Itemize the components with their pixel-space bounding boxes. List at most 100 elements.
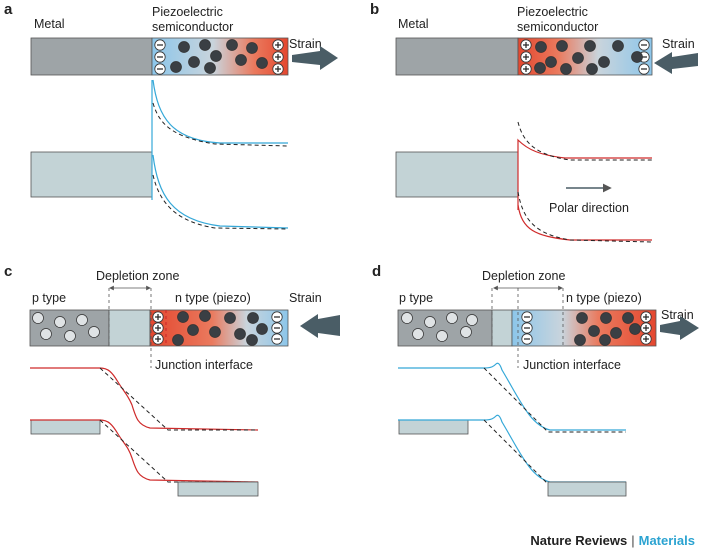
panel-b-piezo-label-line2: semiconductor [517, 20, 598, 34]
electron-icon [247, 312, 259, 324]
electron-icon [572, 52, 584, 64]
panel-c-depletion-p-block [108, 309, 151, 347]
electron-icon [187, 324, 199, 336]
panel-c-junction-label: Junction interface [155, 358, 253, 372]
hole-icon [466, 314, 478, 326]
panel-c-valence-band-dashed [99, 419, 258, 483]
panel-b-label: b [370, 1, 379, 18]
panel-d-holes [401, 312, 478, 342]
panel-b-strain-arrow-icon [654, 52, 698, 74]
panel-c-ptype-label: p type [32, 291, 66, 305]
electron-icon [600, 312, 612, 324]
electron-icon [534, 62, 546, 74]
panel-b: b Metal Piezoelectric semiconductor Stra… [370, 1, 698, 243]
panel-d-conduction-band-curve [398, 362, 626, 431]
electron-icon [556, 40, 568, 52]
panel-d-negative-charges [521, 311, 533, 345]
panel-c-ntype-label: n type (piezo) [175, 291, 251, 305]
hole-icon [54, 316, 66, 328]
electron-icon [598, 56, 610, 68]
panel-a-valence-band-dashed [152, 174, 289, 230]
electron-icon [188, 56, 200, 68]
panel-c-strain-arrow-icon [300, 314, 340, 338]
electron-icon [172, 334, 184, 346]
panel-b-strain-label: Strain [662, 37, 695, 51]
panel-d-ptype-label: p type [399, 291, 433, 305]
electron-icon [560, 63, 572, 75]
electron-icon [246, 42, 258, 54]
panel-c: c Depletion zone p type n type (piezo) S… [4, 263, 340, 497]
panel-d-ntype-label: n type (piezo) [566, 291, 642, 305]
electron-icon [586, 63, 598, 75]
panel-b-valence-band-dashed [517, 191, 653, 243]
panel-d-strain-arrow-icon [660, 316, 699, 340]
panel-c-depletion-label: Depletion zone [96, 269, 179, 283]
panel-a-conduction-band-dashed [152, 102, 289, 147]
panel-a-label: a [4, 1, 13, 18]
panel-b-piezo-label-line1: Piezoelectric [517, 5, 588, 19]
electron-icon [178, 41, 190, 53]
panel-b-negative-charges [638, 39, 650, 75]
footer-separator: | [631, 533, 635, 548]
panel-a-piezo-label-line1: Piezoelectric [152, 5, 223, 19]
hole-icon [64, 330, 76, 342]
electron-icon [199, 39, 211, 51]
panel-a-metal-label: Metal [34, 17, 65, 31]
panel-d-positive-charges [640, 311, 652, 345]
panel-b-conduction-band-dashed [517, 121, 652, 161]
panel-b-positive-charges [520, 39, 532, 75]
panel-b-metal-band [395, 151, 519, 198]
hole-icon [460, 326, 472, 338]
panel-b-metal-label: Metal [398, 17, 429, 31]
panel-c-valence-band-curve [30, 419, 259, 483]
footer-section: Materials [638, 533, 695, 548]
panel-d-electrons [574, 312, 641, 346]
panel-d-p-fermi-block [398, 419, 469, 435]
panel-c-conduction-band-dashed [99, 367, 258, 431]
panel-d-conduction-band-dashed [483, 367, 626, 433]
panel-d-junction-label: Junction interface [523, 358, 621, 372]
panel-a-electrons [170, 39, 268, 74]
panel-a: a Metal Piezoelectric semiconductor Stra… [4, 1, 338, 230]
hole-icon [76, 314, 88, 326]
panel-b-valence-band-curve [517, 204, 652, 241]
hole-icon [436, 330, 448, 342]
electron-icon [622, 312, 634, 324]
hole-icon [401, 312, 413, 324]
panel-b-electrons [534, 40, 643, 75]
electron-icon [199, 310, 211, 322]
hole-icon [40, 328, 52, 340]
electron-icon [545, 56, 557, 68]
panel-c-n-fermi-block [177, 481, 259, 497]
electron-icon [235, 54, 247, 66]
panel-a-metal-band [30, 151, 153, 198]
hole-icon [412, 328, 424, 340]
panel-d: d Depletion zone p type n type (piezo) S… [372, 263, 699, 497]
electron-icon [631, 51, 643, 63]
panel-d-label: d [372, 263, 381, 280]
footer-journal: Nature Reviews [530, 533, 628, 548]
electron-icon [535, 41, 547, 53]
panel-c-holes [32, 312, 100, 342]
electron-icon [170, 61, 182, 73]
panel-d-depletion-label: Depletion zone [482, 269, 565, 283]
electron-icon [234, 328, 246, 340]
electron-icon [210, 50, 222, 62]
hole-icon [88, 326, 100, 338]
electron-icon [246, 334, 258, 346]
electron-icon [629, 323, 641, 335]
panel-c-strain-label: Strain [289, 291, 322, 305]
panel-a-strain-label: Strain [289, 37, 322, 51]
panel-b-metal-block [395, 37, 519, 76]
panel-d-strain-label: Strain [661, 308, 694, 322]
hole-icon [424, 316, 436, 328]
panel-a-conduction-band-curve [152, 79, 288, 144]
panel-d-n-fermi-block [547, 481, 627, 497]
electron-icon [256, 57, 268, 69]
panel-a-positive-charges [272, 39, 284, 75]
panel-c-label: c [4, 263, 12, 280]
electron-icon [599, 334, 611, 346]
panel-a-piezo-label-line2: semiconductor [152, 20, 233, 34]
panel-a-negative-charges [154, 39, 166, 75]
